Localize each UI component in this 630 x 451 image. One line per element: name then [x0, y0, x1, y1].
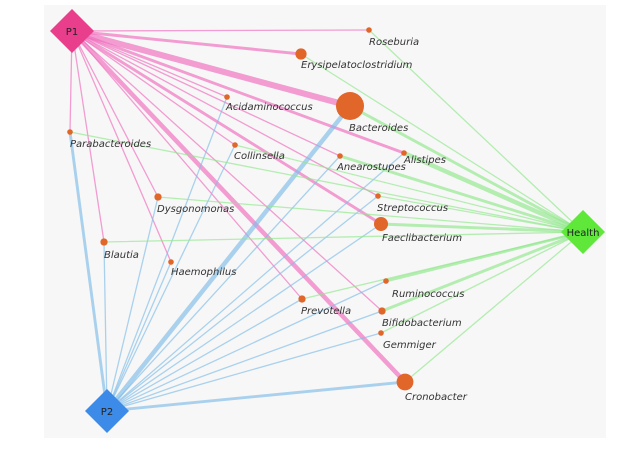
edge-p2-bifidobacterium [106, 310, 383, 412]
label-ruminococcus: Ruminococcus [392, 289, 464, 300]
edge-p1-erysipelatoclostridium [70, 29, 303, 56]
edge-health-anearostupes [338, 154, 585, 234]
hub-label-health: Health [567, 228, 600, 239]
label-blautia: Blautia [104, 250, 139, 261]
edge-health-prevotella [301, 231, 584, 300]
label-parabacteroides: Parabacteroides [70, 139, 151, 150]
edge-p1-roseburia [71, 29, 370, 32]
label-anearostupes: Anearostupes [336, 162, 406, 173]
edge-p1-alistipes [70, 29, 406, 155]
node-parabacteroides[interactable] [67, 129, 73, 135]
edge-p2-streptococcus [106, 195, 379, 412]
edge-layer [68, 27, 586, 414]
label-acidaminococcus: Acidaminococcus [225, 102, 313, 113]
edge-health-dysgonomonas [157, 196, 584, 233]
edge-health-blautia [103, 231, 584, 243]
label-cronobacter: Cronobacter [405, 392, 468, 403]
node-anearostupes[interactable] [337, 153, 343, 159]
node-dysgonomonas[interactable] [154, 193, 162, 201]
edge-p1-blautia [71, 30, 105, 243]
edge-p1-collinsella [71, 30, 236, 146]
edge-p1-bifidobacterium [71, 30, 383, 312]
edge-p2-bacteroides [104, 103, 353, 414]
edge-health-bacteroides [348, 104, 585, 234]
label-haemophilus: Haemophilus [171, 267, 236, 278]
hub-label-p2: P2 [101, 407, 113, 418]
label-roseburia: Roseburia [369, 37, 419, 48]
label-gemmiger: Gemmiger [383, 340, 437, 351]
node-erysipelatoclostridium[interactable] [295, 48, 307, 60]
hub-health[interactable] [561, 210, 605, 254]
label-faeclibacterium: Faeclibacterium [382, 233, 462, 244]
edge-p1-anearostupes [71, 30, 341, 157]
hub-label-p1: P1 [66, 27, 78, 38]
node-cronobacter[interactable] [396, 373, 414, 391]
node-roseburia[interactable] [366, 27, 372, 33]
edge-p1-faeclibacterium [70, 29, 383, 226]
edge-p2-anearostupes [106, 155, 341, 412]
edge-health-erysipelatoclostridium [300, 53, 584, 233]
edge-p2-ruminococcus [106, 280, 387, 412]
edge-health-bifidobacterium [380, 230, 585, 313]
label-alistipes: Alistipes [403, 155, 446, 166]
edge-p2-collinsella [106, 144, 236, 412]
edge-p2-faeclibacterium [106, 223, 382, 412]
label-bacteroides: Bacteroides [349, 123, 408, 134]
label-erysipelatoclostridium: Erysipelatoclostridium [301, 60, 413, 71]
edge-health-parabacteroides [69, 131, 584, 233]
edge-health-alistipes [401, 150, 586, 235]
edge-p1-haemophilus [71, 30, 172, 263]
edge-p1-dysgonomonas [71, 30, 159, 198]
node-layer [50, 9, 605, 433]
edge-p2-blautia [103, 241, 108, 412]
edge-p2-gemmiger [106, 332, 382, 412]
label-bifidobacterium: Bifidobacterium [382, 318, 462, 329]
node-streptococcus[interactable] [375, 193, 381, 199]
edge-p2-haemophilus [106, 261, 172, 412]
node-faeclibacterium[interactable] [374, 217, 388, 231]
label-collinsella: Collinsella [234, 151, 285, 162]
edge-p2-cronobacter [105, 380, 407, 413]
node-haemophilus[interactable] [168, 259, 174, 265]
edge-p1-bacteroides [68, 27, 354, 110]
edge-health-gemmiger [380, 231, 584, 334]
label-dysgonomonas: Dysgonomonas [157, 204, 234, 215]
label-streptococcus: Streptococcus [377, 203, 448, 214]
edge-health-roseburia [368, 29, 584, 233]
node-bacteroides[interactable] [336, 92, 364, 120]
node-gemmiger[interactable] [378, 330, 384, 336]
node-alistipes[interactable] [401, 150, 407, 156]
node-acidaminococcus[interactable] [224, 94, 230, 100]
edge-p1-prevotella [71, 30, 303, 300]
node-prevotella[interactable] [298, 295, 306, 303]
edge-health-collinsella [234, 144, 584, 233]
node-collinsella[interactable] [232, 142, 238, 148]
edge-p2-alistipes [106, 152, 405, 412]
edge-health-faeclibacterium [379, 222, 585, 234]
edge-p1-streptococcus [71, 30, 379, 197]
edge-health-streptococcus [377, 195, 584, 233]
edge-p2-prevotella [106, 298, 303, 412]
hub-p2[interactable] [85, 389, 129, 433]
edge-p2-dysgonomonas [106, 196, 159, 412]
label-prevotella: Prevotella [301, 306, 351, 317]
node-blautia[interactable] [100, 238, 108, 246]
edge-p2-acidaminococcus [106, 96, 228, 412]
label-layer: RoseburiaErysipelatoclostridiumAcidamino… [66, 27, 600, 418]
edge-p2-parabacteroides [68, 130, 109, 413]
hub-p1[interactable] [50, 9, 94, 53]
node-bifidobacterium[interactable] [378, 307, 386, 315]
edge-health-cronobacter [404, 231, 584, 383]
node-ruminococcus[interactable] [383, 278, 389, 284]
